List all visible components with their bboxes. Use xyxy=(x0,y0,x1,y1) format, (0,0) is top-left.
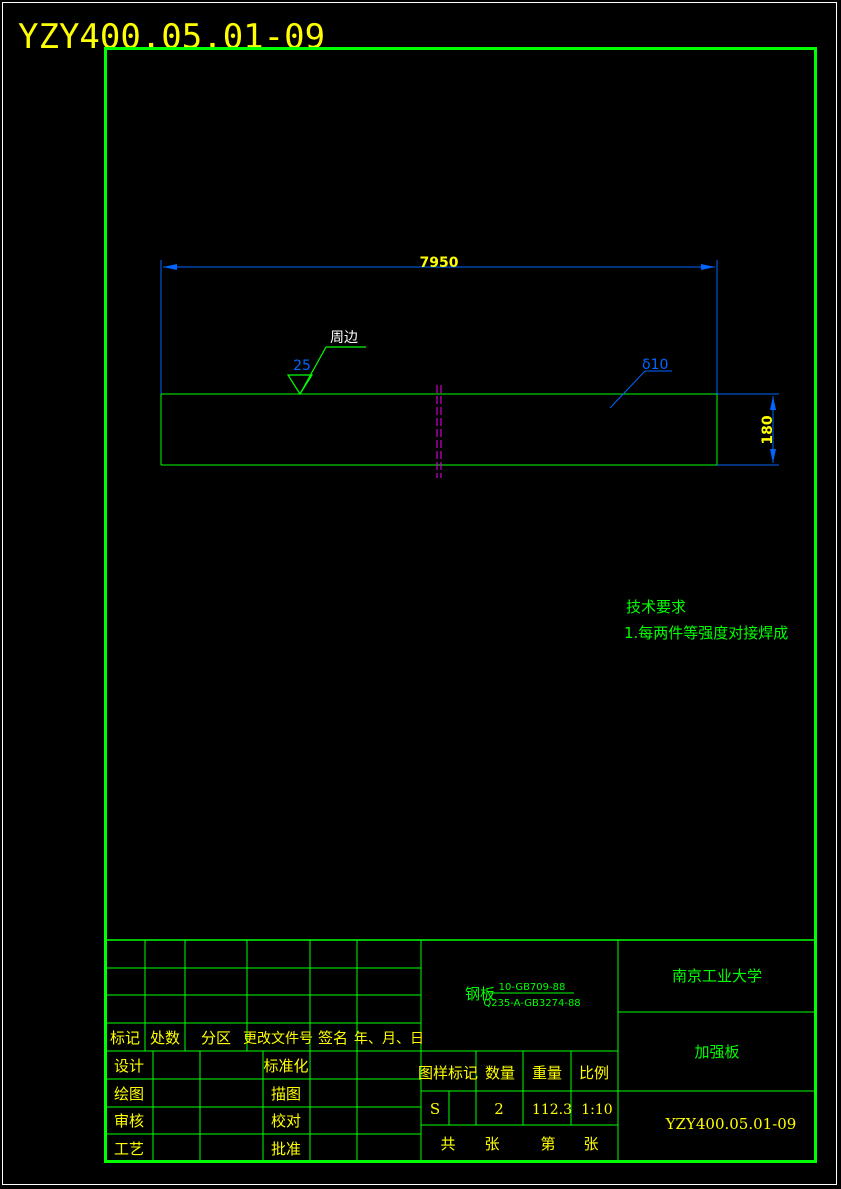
dim-arrow-top xyxy=(770,396,776,410)
role-draw: 绘图 xyxy=(114,1085,144,1103)
part-name: 加强板 xyxy=(694,1043,739,1061)
sheet-no-label: 第 xyxy=(540,1135,555,1153)
role-trace: 描图 xyxy=(271,1085,301,1103)
sheets-unit-2: 张 xyxy=(583,1135,598,1153)
label-drawing-mark: 图样标记 xyxy=(418,1064,478,1082)
role-standardize: 标准化 xyxy=(263,1057,308,1075)
dim-arrow-left xyxy=(163,264,177,270)
header-change-doc: 更改文件号 xyxy=(243,1031,313,1047)
value-mark: S xyxy=(430,1100,440,1118)
weld-triangle xyxy=(286,374,314,396)
role-approve: 批准 xyxy=(271,1140,301,1158)
role-design: 设计 xyxy=(114,1057,144,1075)
thickness-leader xyxy=(609,370,646,409)
header-count: 处数 xyxy=(150,1029,180,1047)
weld-size-text: 25 xyxy=(293,358,311,374)
tech-requirements: 技术要求 1.每两件等强度对接焊成 xyxy=(624,598,788,642)
sheets-total-label: 共 xyxy=(440,1135,455,1153)
dim-arrow-right xyxy=(701,264,715,270)
weld-leader xyxy=(299,346,327,395)
drawing-code-header: YZY400.05.01-09 xyxy=(18,17,325,57)
header-signature: 签名 xyxy=(318,1029,348,1047)
role-review: 审核 xyxy=(114,1112,144,1130)
value-weight: 112.3 xyxy=(532,1102,572,1118)
part-view: 7950 180 25 周边 δ10 xyxy=(160,255,779,478)
tech-req-title: 技术要求 xyxy=(626,598,686,616)
material-spec-top: 10-GB709-88 xyxy=(499,982,566,993)
material-spec-bottom: Q235-A-GB3274-88 xyxy=(483,998,580,1009)
material-name: 钢板 xyxy=(465,985,495,1003)
dim-arrow-bottom xyxy=(770,449,776,463)
weld-note-text: 周边 xyxy=(330,330,358,346)
label-quantity: 数量 xyxy=(485,1064,515,1082)
label-weight: 重量 xyxy=(532,1064,562,1082)
header-mark: 标记 xyxy=(110,1029,140,1047)
value-quantity: 2 xyxy=(494,1100,504,1118)
title-block xyxy=(105,939,815,1161)
role-process: 工艺 xyxy=(114,1140,144,1158)
sheets-unit-1: 张 xyxy=(484,1135,499,1153)
value-scale: 1:10 xyxy=(581,1102,612,1118)
role-check: 校对 xyxy=(271,1112,301,1130)
header-zone: 分区 xyxy=(201,1029,231,1047)
label-scale: 比例 xyxy=(579,1064,609,1082)
dim-text-height: 180 xyxy=(760,415,776,444)
thickness-note-text: δ10 xyxy=(642,357,668,373)
title-block-code: YZY400.05.01-09 xyxy=(665,1115,797,1133)
inner-frame xyxy=(104,47,817,1163)
header-date: 年、月、日 xyxy=(354,1031,424,1047)
title-block-text: 标记 处数 分区 更改文件号 签名 年、月、日 设计 绘图 审核 工艺 标准化 … xyxy=(110,967,796,1158)
tech-req-item: 1.每两件等强度对接焊成 xyxy=(624,624,788,642)
school-name: 南京工业大学 xyxy=(672,967,762,985)
dim-text-length: 7950 xyxy=(420,255,459,271)
